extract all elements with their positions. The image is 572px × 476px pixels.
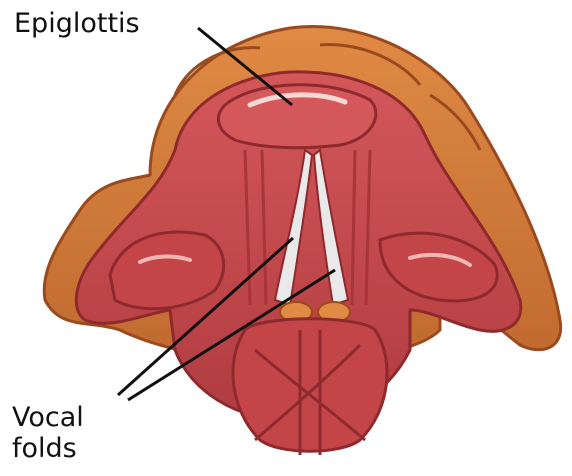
vocal-folds-label: Vocal folds xyxy=(12,402,84,464)
posterior-muscles xyxy=(233,319,387,452)
vocal-folds-label-line2: folds xyxy=(12,433,84,464)
vocal-folds-label-line1: Vocal xyxy=(12,402,84,433)
epiglottis-label: Epiglottis xyxy=(14,8,140,39)
